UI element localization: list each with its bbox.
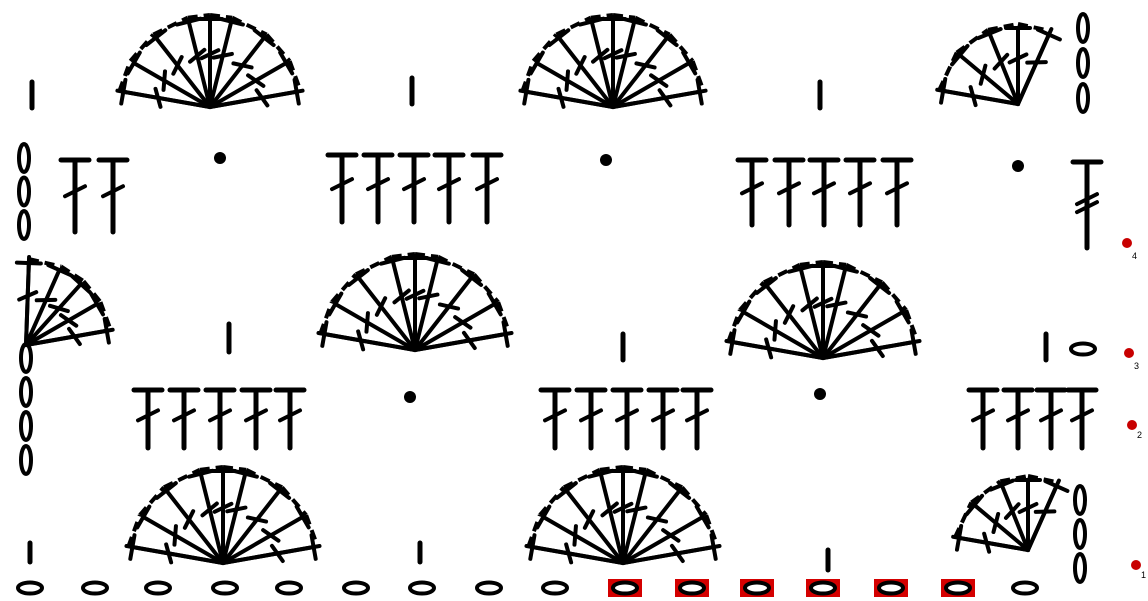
chain-stitch	[874, 579, 908, 597]
treble-crochet	[1034, 387, 1068, 451]
treble-crochet	[680, 387, 714, 451]
chain-stitch	[1011, 580, 1039, 596]
shell-fan-row3	[316, 252, 514, 352]
treble-crochet	[131, 387, 165, 451]
treble-crochet	[574, 387, 608, 451]
row-label-2: 2	[1137, 430, 1142, 440]
treble-crochet	[1065, 387, 1099, 451]
treble-crochet	[361, 152, 395, 225]
chain-stitch	[16, 580, 44, 596]
chain-stitch	[342, 580, 370, 596]
chain-stitch	[1069, 341, 1097, 357]
treble-crochet	[325, 152, 359, 225]
chain-stitch	[541, 580, 569, 596]
slip-stitch-dot	[814, 388, 826, 400]
treble-crochet	[538, 387, 572, 451]
treble-crochet	[273, 387, 307, 451]
treble-crochet	[880, 157, 914, 228]
slip-stitch-dot	[600, 154, 612, 166]
row-marker-4: 4	[1122, 238, 1137, 261]
half-shell-row3	[14, 255, 115, 347]
slip-stitch-dot	[214, 152, 226, 164]
half-shell-row1	[951, 474, 1070, 554]
chain-stitch	[144, 580, 172, 596]
row-marker-3: 3	[1124, 348, 1139, 371]
treble-crochet	[843, 157, 877, 228]
chain-stitch	[408, 580, 436, 596]
row-label-4: 4	[1132, 251, 1137, 261]
treble-crochet	[470, 152, 504, 225]
treble-crochet	[1070, 159, 1104, 251]
chain-stitch	[675, 579, 709, 597]
treble-crochet	[397, 152, 431, 225]
treble-crochet	[735, 157, 769, 228]
treble-crochet	[58, 157, 92, 235]
treble-crochet	[772, 157, 806, 228]
half-shell-row5	[935, 22, 1062, 108]
turning-chain	[17, 142, 31, 241]
shell-fan-row1	[124, 465, 322, 565]
stitch-symbols	[14, 12, 1104, 597]
shell-fan-row5	[518, 13, 708, 109]
chain-stitch	[81, 580, 109, 596]
chain-stitch	[275, 580, 303, 596]
treble-crochet	[96, 157, 130, 235]
chain-stitch	[941, 579, 975, 597]
treble-crochet	[432, 152, 466, 225]
shell-fan-row1	[524, 465, 722, 565]
turning-chain	[1076, 12, 1090, 114]
row-markers: 1 2 3 4	[1122, 238, 1146, 580]
row-label-1: 1	[1141, 570, 1146, 580]
shell-fan-row3	[724, 260, 922, 360]
treble-crochet	[1001, 387, 1035, 451]
row-marker-2: 2	[1127, 420, 1142, 440]
chain-stitch	[740, 579, 774, 597]
turning-chain	[19, 342, 33, 476]
chain-stitch	[608, 579, 642, 597]
chain-stitch	[475, 580, 503, 596]
slip-stitch-dot	[1012, 160, 1024, 172]
row-label-3: 3	[1134, 361, 1139, 371]
shell-fan-row5	[115, 13, 305, 109]
row-marker-1: 1	[1131, 560, 1146, 580]
treble-crochet	[167, 387, 201, 451]
chain-stitch	[806, 579, 840, 597]
treble-crochet	[610, 387, 644, 451]
treble-crochet	[203, 387, 237, 451]
turning-chain	[1073, 484, 1087, 584]
treble-crochet	[807, 157, 841, 228]
treble-crochet	[646, 387, 680, 451]
chain-stitch	[211, 580, 239, 596]
treble-crochet	[239, 387, 273, 451]
treble-crochet	[966, 387, 1000, 451]
slip-stitch-dot	[404, 391, 416, 403]
